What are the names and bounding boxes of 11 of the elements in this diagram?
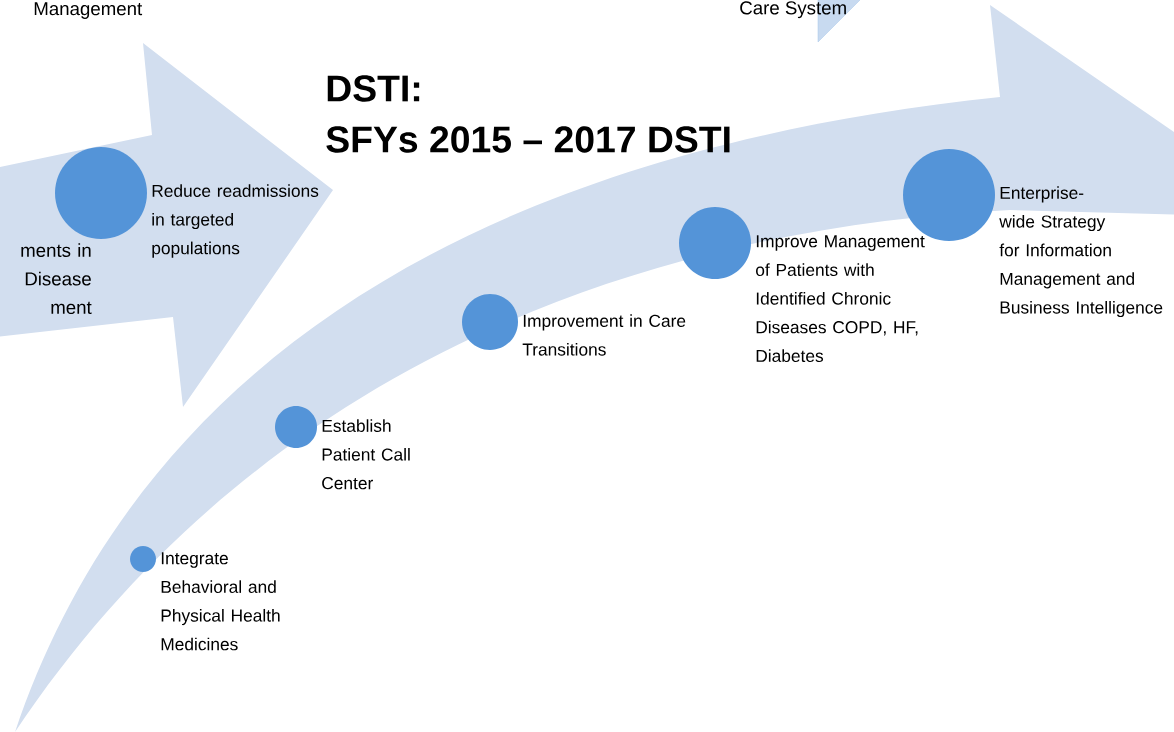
milestone-text: Improve Management of Patients with Identified Chronic Diseases COPD, HF, Diabetes [756,235,925,363]
text-label: Management [34,2,143,19]
title: SFYs 2015 – 2017 DSTI [326,126,730,153]
text-label: Care System [740,1,846,19]
milestone-text: Enterprise-wide Strategy for Information Management and Business Intelligence [999,186,1163,318]
text-label: ments in Disease ment [21,243,92,315]
milestone-text: Improvement in Care Transitions [522,314,686,356]
title: DSTI: [327,75,420,102]
milestone-text: Reduce readmissions in targeted populations [152,184,319,258]
milestone-text: Integrate Behavioral and Physical Health Medicines [161,552,280,651]
milestone-text: Establish Patient Call Center [322,419,410,490]
